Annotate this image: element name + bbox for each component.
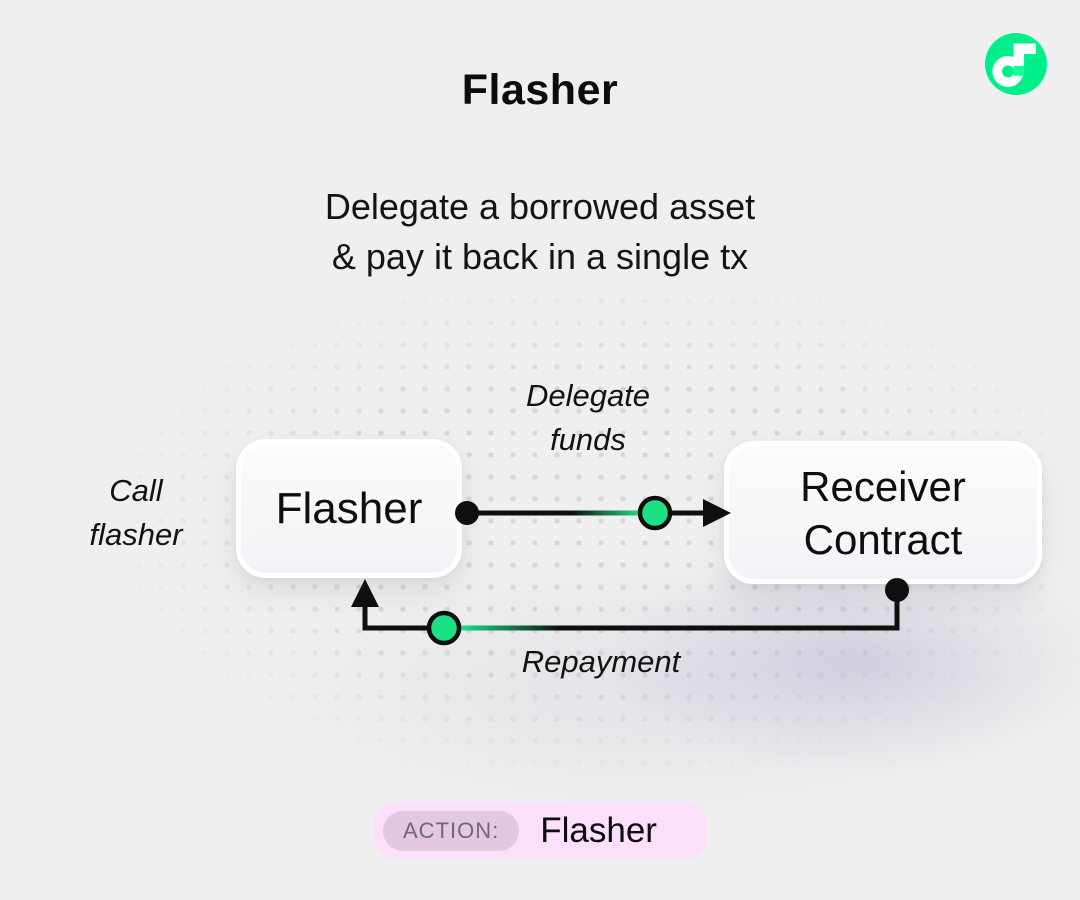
- flasher-node-label: Flasher: [275, 484, 423, 533]
- delegate-funds-label: Delegate funds: [525, 378, 651, 457]
- flow-logo-icon: [985, 33, 1047, 95]
- action-value: Flasher: [540, 810, 657, 850]
- repayment-label: Repayment: [521, 644, 681, 679]
- receiver-node-label: Receiver Contract: [800, 462, 966, 563]
- action-chip: ACTION:: [383, 810, 520, 851]
- action-badge: ACTION: Flasher: [374, 802, 707, 859]
- action-chip-label: ACTION:: [403, 817, 500, 843]
- receiver-contract-node-box: Receiver Contract: [724, 441, 1042, 584]
- call-flasher-label: Call flasher: [89, 473, 183, 552]
- flasher-node-box: Flasher: [236, 439, 462, 578]
- page-subtitle: Delegate a borrowed asset & pay it back …: [324, 186, 756, 277]
- page-title: Flasher: [461, 66, 619, 114]
